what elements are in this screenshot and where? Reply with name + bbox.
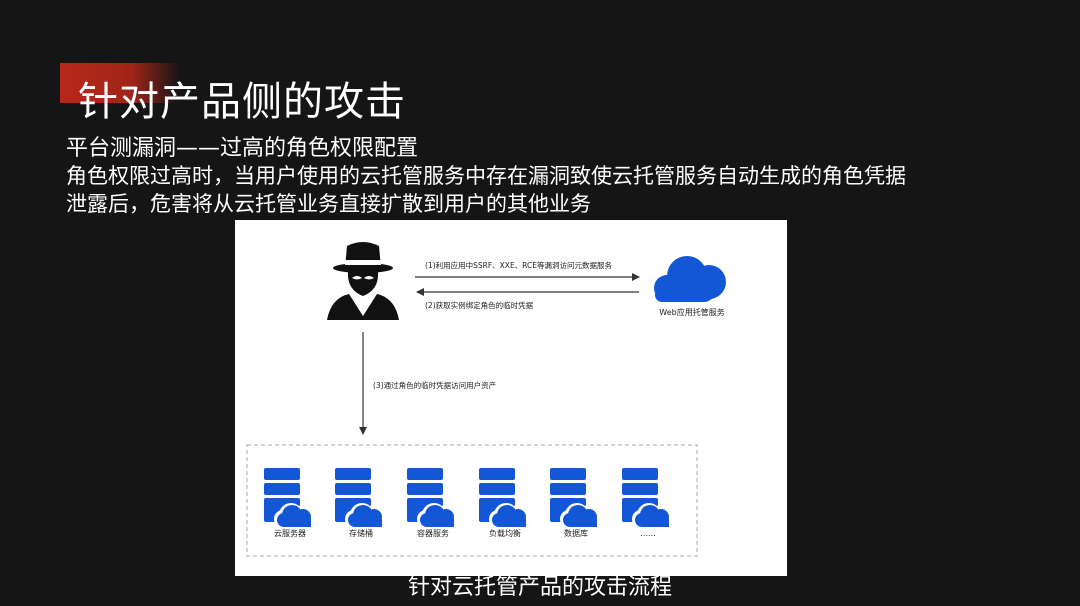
service-label: ...... [640, 529, 655, 538]
cloud-label: Web应用托管服务 [659, 307, 724, 317]
server-cloud-icon [550, 468, 602, 529]
service-label: 容器服务 [417, 528, 449, 538]
service-container [407, 468, 459, 529]
service-label: 存储桶 [349, 528, 373, 538]
attack-flow-diagram: Web应用托管服务 (1)利用应用中SSRF、XXE、RCE等漏洞访问元数据服务… [235, 220, 787, 576]
service-database [550, 468, 602, 529]
description-line: 泄露后，危害将从云托管业务直接扩散到用户的其他业务 [66, 192, 591, 216]
step2-label: (2)获取实例绑定角色的临时凭据 [425, 300, 534, 310]
hacker-icon [327, 242, 399, 320]
service-cloud-server [264, 468, 316, 529]
server-cloud-icon [622, 468, 674, 529]
service-load-balancer [479, 468, 531, 529]
service-label: 负载均衡 [489, 528, 521, 538]
slide-title: 针对产品侧的攻击 [78, 79, 406, 125]
step3-label: (3)通过角色的临时凭据访问用户资产 [373, 380, 496, 390]
diagram-caption: 针对云托管产品的攻击流程 [407, 575, 672, 600]
server-cloud-icon [264, 468, 316, 529]
service-more [622, 468, 674, 529]
title-accent-bar [60, 63, 180, 103]
service-label: 数据库 [564, 528, 588, 538]
slide-description: 角色权限过高时，当用户使用的云托管服务中存在漏洞致使云托管服务自动生成的角色凭据… [66, 162, 906, 218]
slide-subtitle: 平台测漏洞——过高的角色权限配置 [66, 136, 419, 161]
service-label: 云服务器 [274, 528, 306, 538]
step1-label: (1)利用应用中SSRF、XXE、RCE等漏洞访问元数据服务 [425, 260, 612, 270]
server-cloud-icon [479, 468, 531, 529]
server-cloud-icon [335, 468, 387, 529]
server-cloud-icon [407, 468, 459, 529]
description-line: 角色权限过高时，当用户使用的云托管服务中存在漏洞致使云托管服务自动生成的角色凭据 [66, 164, 906, 188]
service-storage-bucket [335, 468, 387, 529]
user-assets-box [246, 444, 698, 557]
cloud-icon [654, 256, 726, 302]
